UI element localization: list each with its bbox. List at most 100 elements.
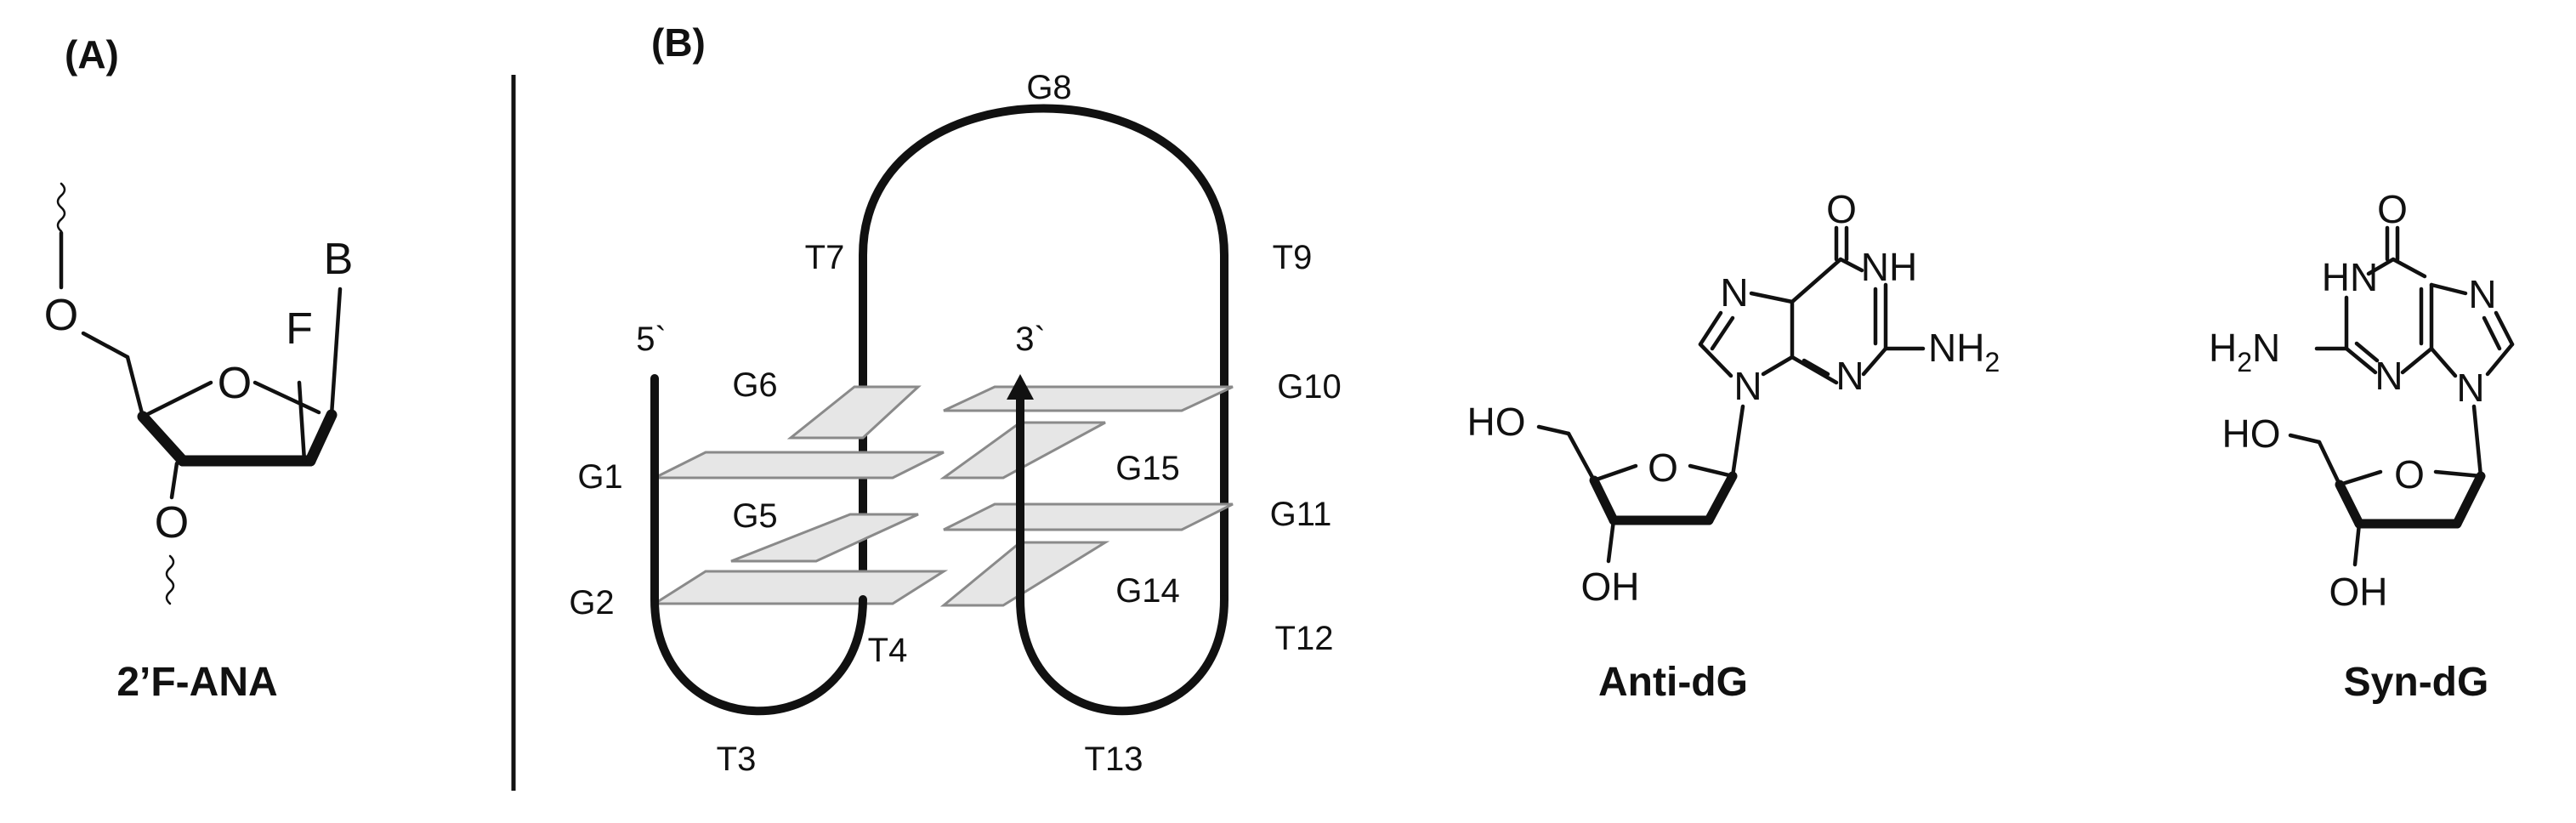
bond: [1704, 471, 1738, 525]
tetrad-plane-g10: [943, 385, 1234, 412]
atom-n7: N: [1720, 270, 1748, 315]
label-g11: G11: [1270, 496, 1332, 533]
atom-h2n: H2N: [2209, 326, 2280, 377]
bond: [137, 411, 189, 467]
atom-o-carbonyl: O: [2377, 187, 2408, 231]
bond: [2429, 282, 2468, 296]
tetrad-plane-g2: [650, 570, 949, 605]
bond: [2494, 310, 2515, 347]
atom-o-carbonyl: O: [1826, 187, 1857, 231]
h2n-n: N: [2252, 326, 2280, 370]
caption-anti-dg: Anti-dG: [1598, 660, 1748, 705]
bond: [1592, 463, 1638, 483]
bond: [1606, 518, 1616, 564]
bond: [1838, 257, 1864, 273]
atom-n3: N: [2375, 354, 2403, 398]
label-g5: G5: [732, 497, 777, 535]
anti-dg-structure: O NH N N N NH2 HO O OH Anti-dG: [1467, 187, 2000, 705]
atom-base: B: [324, 235, 354, 284]
bond: [1749, 291, 1795, 304]
label-g10: G10: [1277, 368, 1342, 406]
bond: [2471, 404, 2483, 479]
bond: [2352, 521, 2362, 567]
strand-5prime-t3-t4: [650, 374, 867, 716]
label-g2: G2: [569, 584, 614, 622]
bond: [2485, 342, 2515, 377]
bond: [1730, 404, 1745, 479]
tetrad-plane-g6: [786, 385, 922, 440]
atom-n7: N: [2468, 272, 2496, 316]
bond: [140, 380, 213, 419]
h2n-h: H: [2209, 326, 2237, 370]
bond: [1566, 431, 1597, 483]
strand-back: [859, 104, 1228, 604]
tetrad-plane-g1: [654, 451, 945, 480]
atom-o5: O: [44, 291, 78, 340]
bond: [2317, 440, 2342, 487]
bond: [304, 409, 338, 467]
atom-n3: N: [1836, 354, 1864, 398]
bond: [1801, 358, 1830, 377]
panel-a-label: (A): [65, 32, 119, 77]
bond: [252, 380, 321, 415]
tetrad-plane-g11: [943, 502, 1234, 531]
atom-o-ring: O: [218, 359, 252, 408]
label-t12: T12: [1275, 620, 1334, 657]
bond: [297, 380, 307, 463]
nh2-sub: 2: [1984, 347, 2000, 377]
nh2-n: NH: [1928, 326, 1984, 370]
atom-n9: N: [1733, 364, 1762, 408]
wavy-bond-3prime: [165, 554, 175, 605]
bond: [125, 355, 145, 419]
bond: [2337, 469, 2383, 487]
caption-syn-dg: Syn-dG: [2344, 660, 2489, 705]
label-t3: T3: [717, 741, 757, 778]
bond: [1536, 424, 1571, 436]
label-5prime: 5`: [636, 321, 667, 358]
atom-o-ring: O: [2394, 452, 2425, 497]
bond: [2452, 471, 2486, 529]
label-g8: G8: [1026, 69, 1071, 106]
panel-b: (B) 5` 3` G8 T7 T9 G6 G10 G1 G: [569, 20, 1341, 778]
bond: [2429, 346, 2458, 378]
label-t13: T13: [1085, 741, 1143, 778]
fana-structure: O O O B F: [44, 182, 354, 605]
atom-oh: OH: [1581, 565, 1640, 609]
bond: [2335, 480, 2364, 529]
bond: [1698, 310, 1723, 347]
strand-front: [650, 374, 1228, 716]
bond: [2288, 433, 2322, 445]
loop-t7-g8-t9: [859, 104, 1228, 604]
atom-fluorine: F: [286, 304, 313, 354]
bond: [2433, 469, 2483, 479]
bond: [169, 461, 179, 500]
bond: [2400, 346, 2434, 375]
bond: [1790, 257, 1843, 304]
atom-ho: HO: [2222, 412, 2281, 456]
atom-nh: NH: [1861, 245, 1917, 289]
bond: [2344, 346, 2378, 375]
bond: [81, 331, 130, 360]
label-t4: T4: [868, 632, 908, 669]
atom-hn: HN: [2322, 255, 2378, 299]
bond: [1589, 475, 1619, 525]
label-g14: G14: [1115, 572, 1180, 610]
label-g6: G6: [732, 366, 777, 404]
bond: [1710, 315, 1735, 351]
label-g1: G1: [577, 458, 622, 496]
atom-n9: N: [2456, 366, 2484, 410]
arrowhead-3prime: [1007, 374, 1034, 400]
label-g15: G15: [1115, 450, 1180, 487]
atom-nh2: NH2: [1928, 326, 2000, 377]
caption-2f-ana: 2’F-ANA: [116, 660, 277, 705]
bond: [2354, 341, 2380, 363]
bond: [329, 287, 343, 417]
h2n-sub: 2: [2237, 347, 2252, 377]
panel-a: (A) O O O B F: [44, 32, 354, 705]
label-t7: T7: [805, 239, 845, 276]
bond: [2482, 315, 2502, 351]
atom-ho: HO: [1467, 400, 1526, 444]
bond: [2391, 257, 2427, 279]
atom-o-ring: O: [1648, 446, 1678, 490]
